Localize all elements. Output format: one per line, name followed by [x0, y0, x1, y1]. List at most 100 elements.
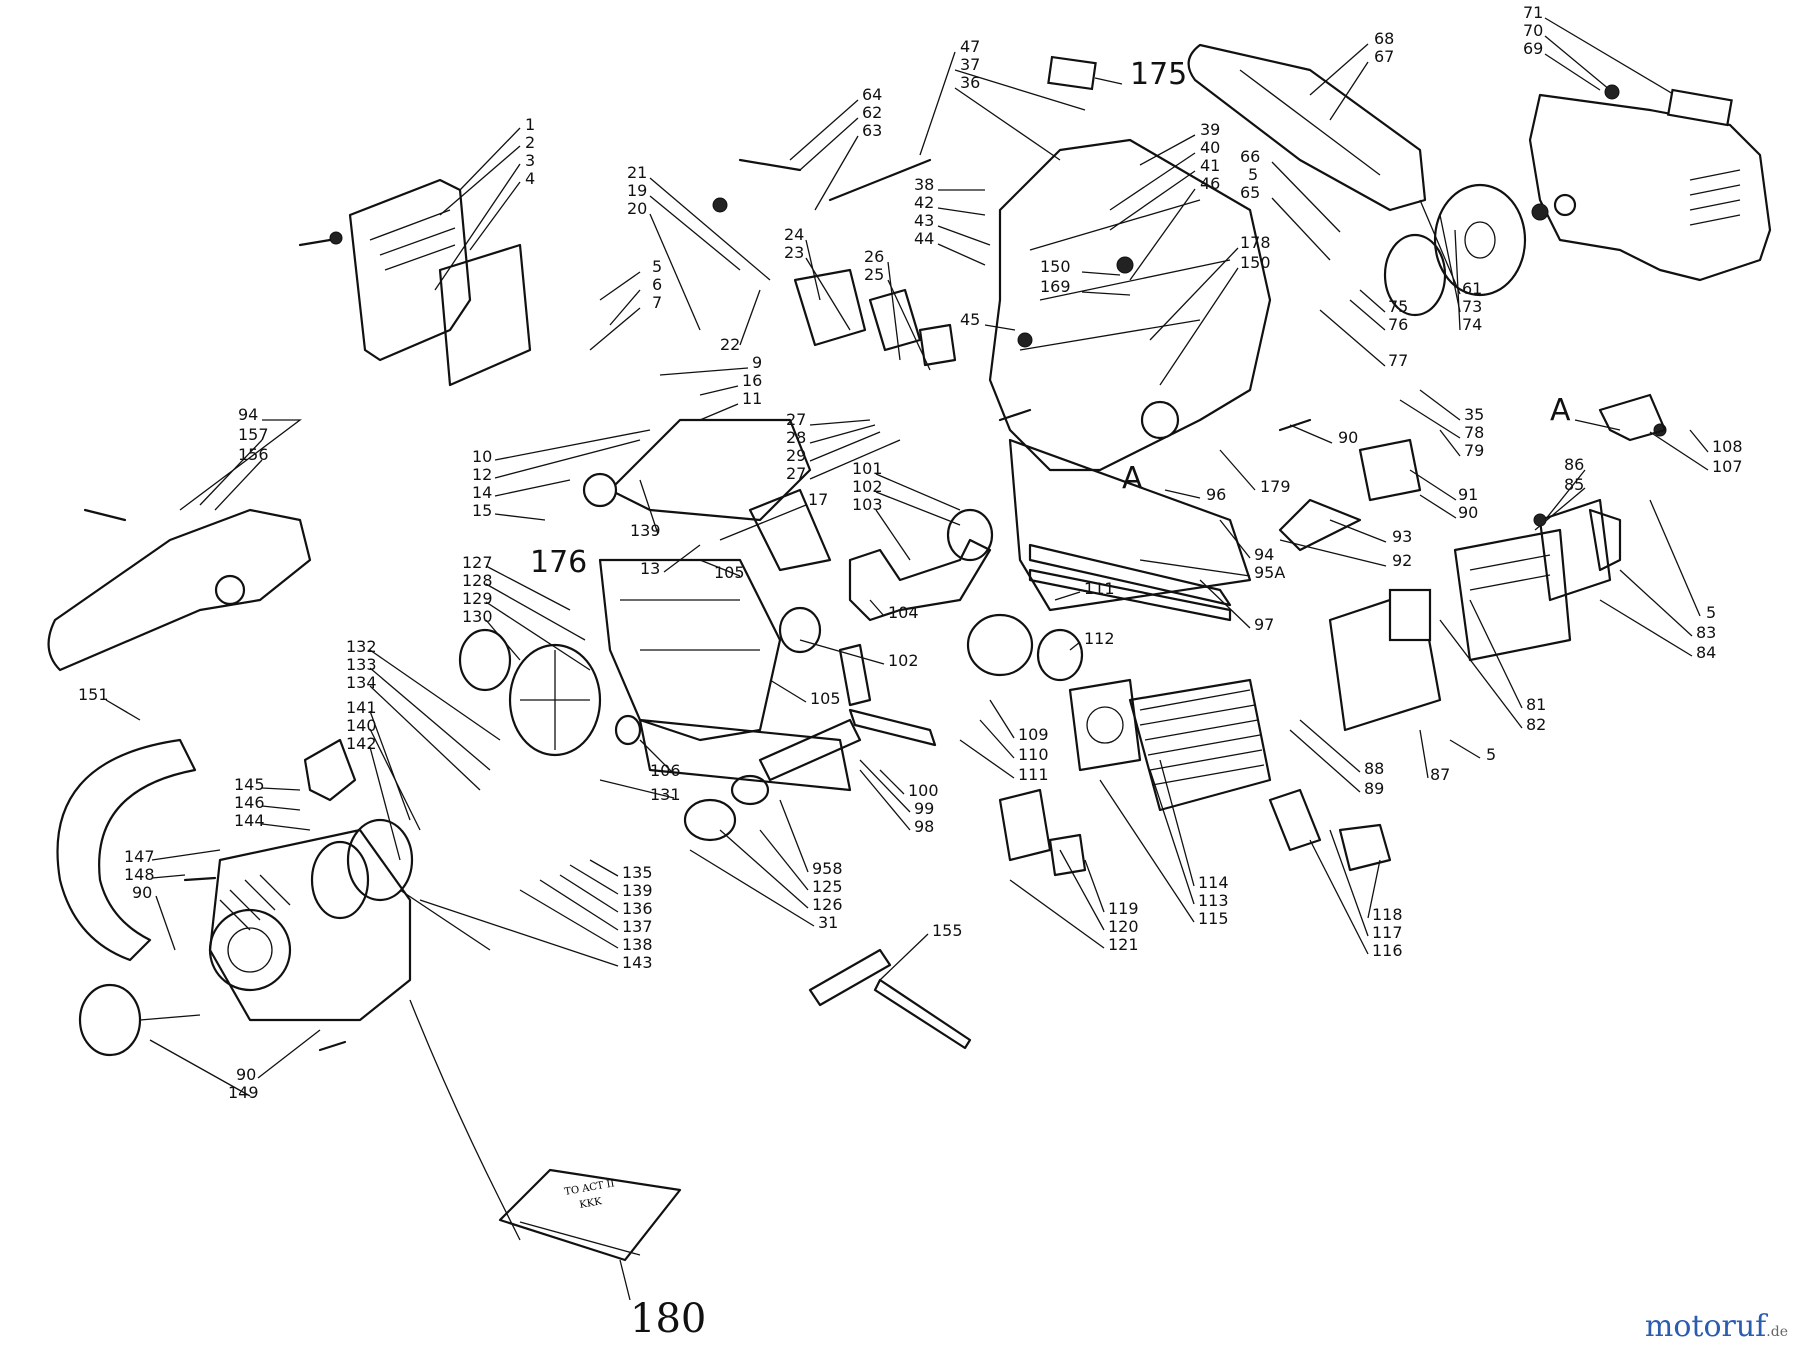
gasket-97 — [1028, 568, 1232, 622]
part-label-l118: 118 — [1372, 905, 1403, 924]
part-label-l46: 46 — [1200, 174, 1220, 193]
part-label-l7: 7 — [652, 293, 662, 312]
part-label-l143: 143 — [622, 953, 653, 972]
part-label-l21: 21 — [627, 163, 647, 182]
part-label-l95a: 95A — [1254, 563, 1285, 582]
part-label-l67: 67 — [1374, 47, 1394, 66]
part-label-l176: 176 — [530, 545, 587, 580]
part-label-l110: 110 — [1018, 745, 1049, 764]
part-label-l27a: 27 — [786, 410, 806, 429]
part-label-l43: 43 — [914, 211, 934, 230]
part-label-l102a: 102 — [852, 477, 883, 496]
part-label-l133: 133 — [346, 655, 377, 674]
part-label-l26: 26 — [864, 247, 884, 266]
tube-958 — [758, 718, 862, 782]
plate-83 — [1538, 498, 1612, 602]
part-label-l99: 99 — [914, 799, 934, 818]
spark-plug — [1268, 788, 1322, 852]
filter-gasket — [438, 243, 532, 387]
part-label-l131: 131 — [650, 785, 681, 804]
part-label-l77: 77 — [1388, 351, 1408, 370]
part-label-lA2: A — [1122, 461, 1143, 496]
starter-housing — [208, 828, 412, 1022]
handle-bar — [56, 738, 197, 962]
part-label-l148: 148 — [124, 865, 155, 884]
part-label-l126: 126 — [812, 895, 843, 914]
clutch-hub — [1383, 233, 1447, 317]
crankshaft — [848, 538, 992, 622]
plug-boot — [1338, 823, 1392, 872]
part-label-l139a: 139 — [630, 521, 661, 540]
part-label-l81: 81 — [1526, 695, 1546, 714]
part-label-l958: 958 — [812, 859, 843, 878]
flywheel — [508, 643, 602, 757]
part-label-l94b: 94 — [1254, 545, 1274, 564]
part-label-l14: 14 — [472, 483, 492, 502]
part-label-l117: 117 — [1372, 923, 1403, 942]
part-label-l142: 142 — [346, 734, 377, 753]
part-label-l89: 89 — [1364, 779, 1384, 798]
watermark-tld: .de — [1766, 1324, 1788, 1340]
part-label-l28: 28 — [786, 428, 806, 447]
guide-bar — [1187, 43, 1427, 212]
part-label-l179: 179 — [1260, 477, 1291, 496]
part-label-l64: 64 — [862, 85, 882, 104]
part-label-l100: 100 — [908, 781, 939, 800]
throttle-plate — [998, 788, 1052, 862]
part-label-l130: 130 — [462, 607, 493, 626]
bracket-107 — [1598, 393, 1667, 442]
part-label-l17: 17 — [808, 490, 828, 509]
part-label-l101: 101 — [852, 459, 883, 478]
watermark-text: motoruf — [1644, 1309, 1767, 1344]
part-label-l175: 175 — [1130, 57, 1187, 92]
part-label-l129: 129 — [462, 589, 493, 608]
part-label-l90d: 90 — [236, 1065, 256, 1084]
part-label-l88: 88 — [1364, 759, 1384, 778]
shaft-98 — [848, 708, 937, 747]
part-label-l97: 97 — [1254, 615, 1274, 634]
part-label-l136: 136 — [622, 899, 653, 918]
part-label-l6: 6 — [652, 275, 662, 294]
part-label-l40: 40 — [1200, 138, 1220, 157]
part-label-l105a: 105 — [714, 563, 745, 582]
part-label-l42: 42 — [914, 193, 934, 212]
part-label-l116: 116 — [1372, 941, 1403, 960]
oil-pump — [683, 798, 737, 842]
part-label-l5b: 5 — [652, 257, 662, 276]
part-label-l147: 147 — [124, 847, 155, 866]
nut — [1604, 84, 1620, 100]
part-label-l24: 24 — [784, 225, 804, 244]
part-label-l85: 85 — [1564, 475, 1584, 494]
part-label-l107: 107 — [1712, 457, 1743, 476]
part-label-l5a: 5 — [1248, 165, 1258, 184]
part-label-l36: 36 — [960, 73, 980, 92]
part-label-l125: 125 — [812, 877, 843, 896]
part-label-l102b: 102 — [888, 651, 919, 670]
part-label-l178: 178 — [1240, 233, 1271, 252]
part-label-l22: 22 — [720, 335, 740, 354]
part-label-l94a: 94 — [238, 405, 258, 424]
part-label-l135: 135 — [622, 863, 653, 882]
part-label-l76: 76 — [1388, 315, 1408, 334]
part-label-l20: 20 — [627, 199, 647, 218]
part-label-l90b: 90 — [1458, 503, 1478, 522]
part-label-l112: 112 — [1084, 629, 1115, 648]
part-label-l137: 137 — [622, 917, 653, 936]
part-label-l39: 39 — [1200, 120, 1220, 139]
part-label-l111b: 111 — [1018, 765, 1049, 784]
bottom-housing — [638, 718, 852, 792]
air-filter-cover — [348, 178, 472, 362]
part-label-l132: 132 — [346, 637, 377, 656]
part-label-l5d: 5 — [1486, 745, 1496, 764]
watermark: motoruf.de — [1645, 1309, 1788, 1344]
part-label-l37: 37 — [960, 55, 980, 74]
part-label-l71: 71 — [1523, 3, 1543, 22]
leader-lines — [105, 17, 1709, 1301]
card-note-line-2: KKK — [579, 1196, 604, 1211]
cylinder-gasket — [1068, 678, 1142, 772]
knob — [78, 983, 142, 1057]
part-label-l75: 75 — [1388, 297, 1408, 316]
part-label-l23: 23 — [784, 243, 804, 262]
part-label-l109: 109 — [1018, 725, 1049, 744]
